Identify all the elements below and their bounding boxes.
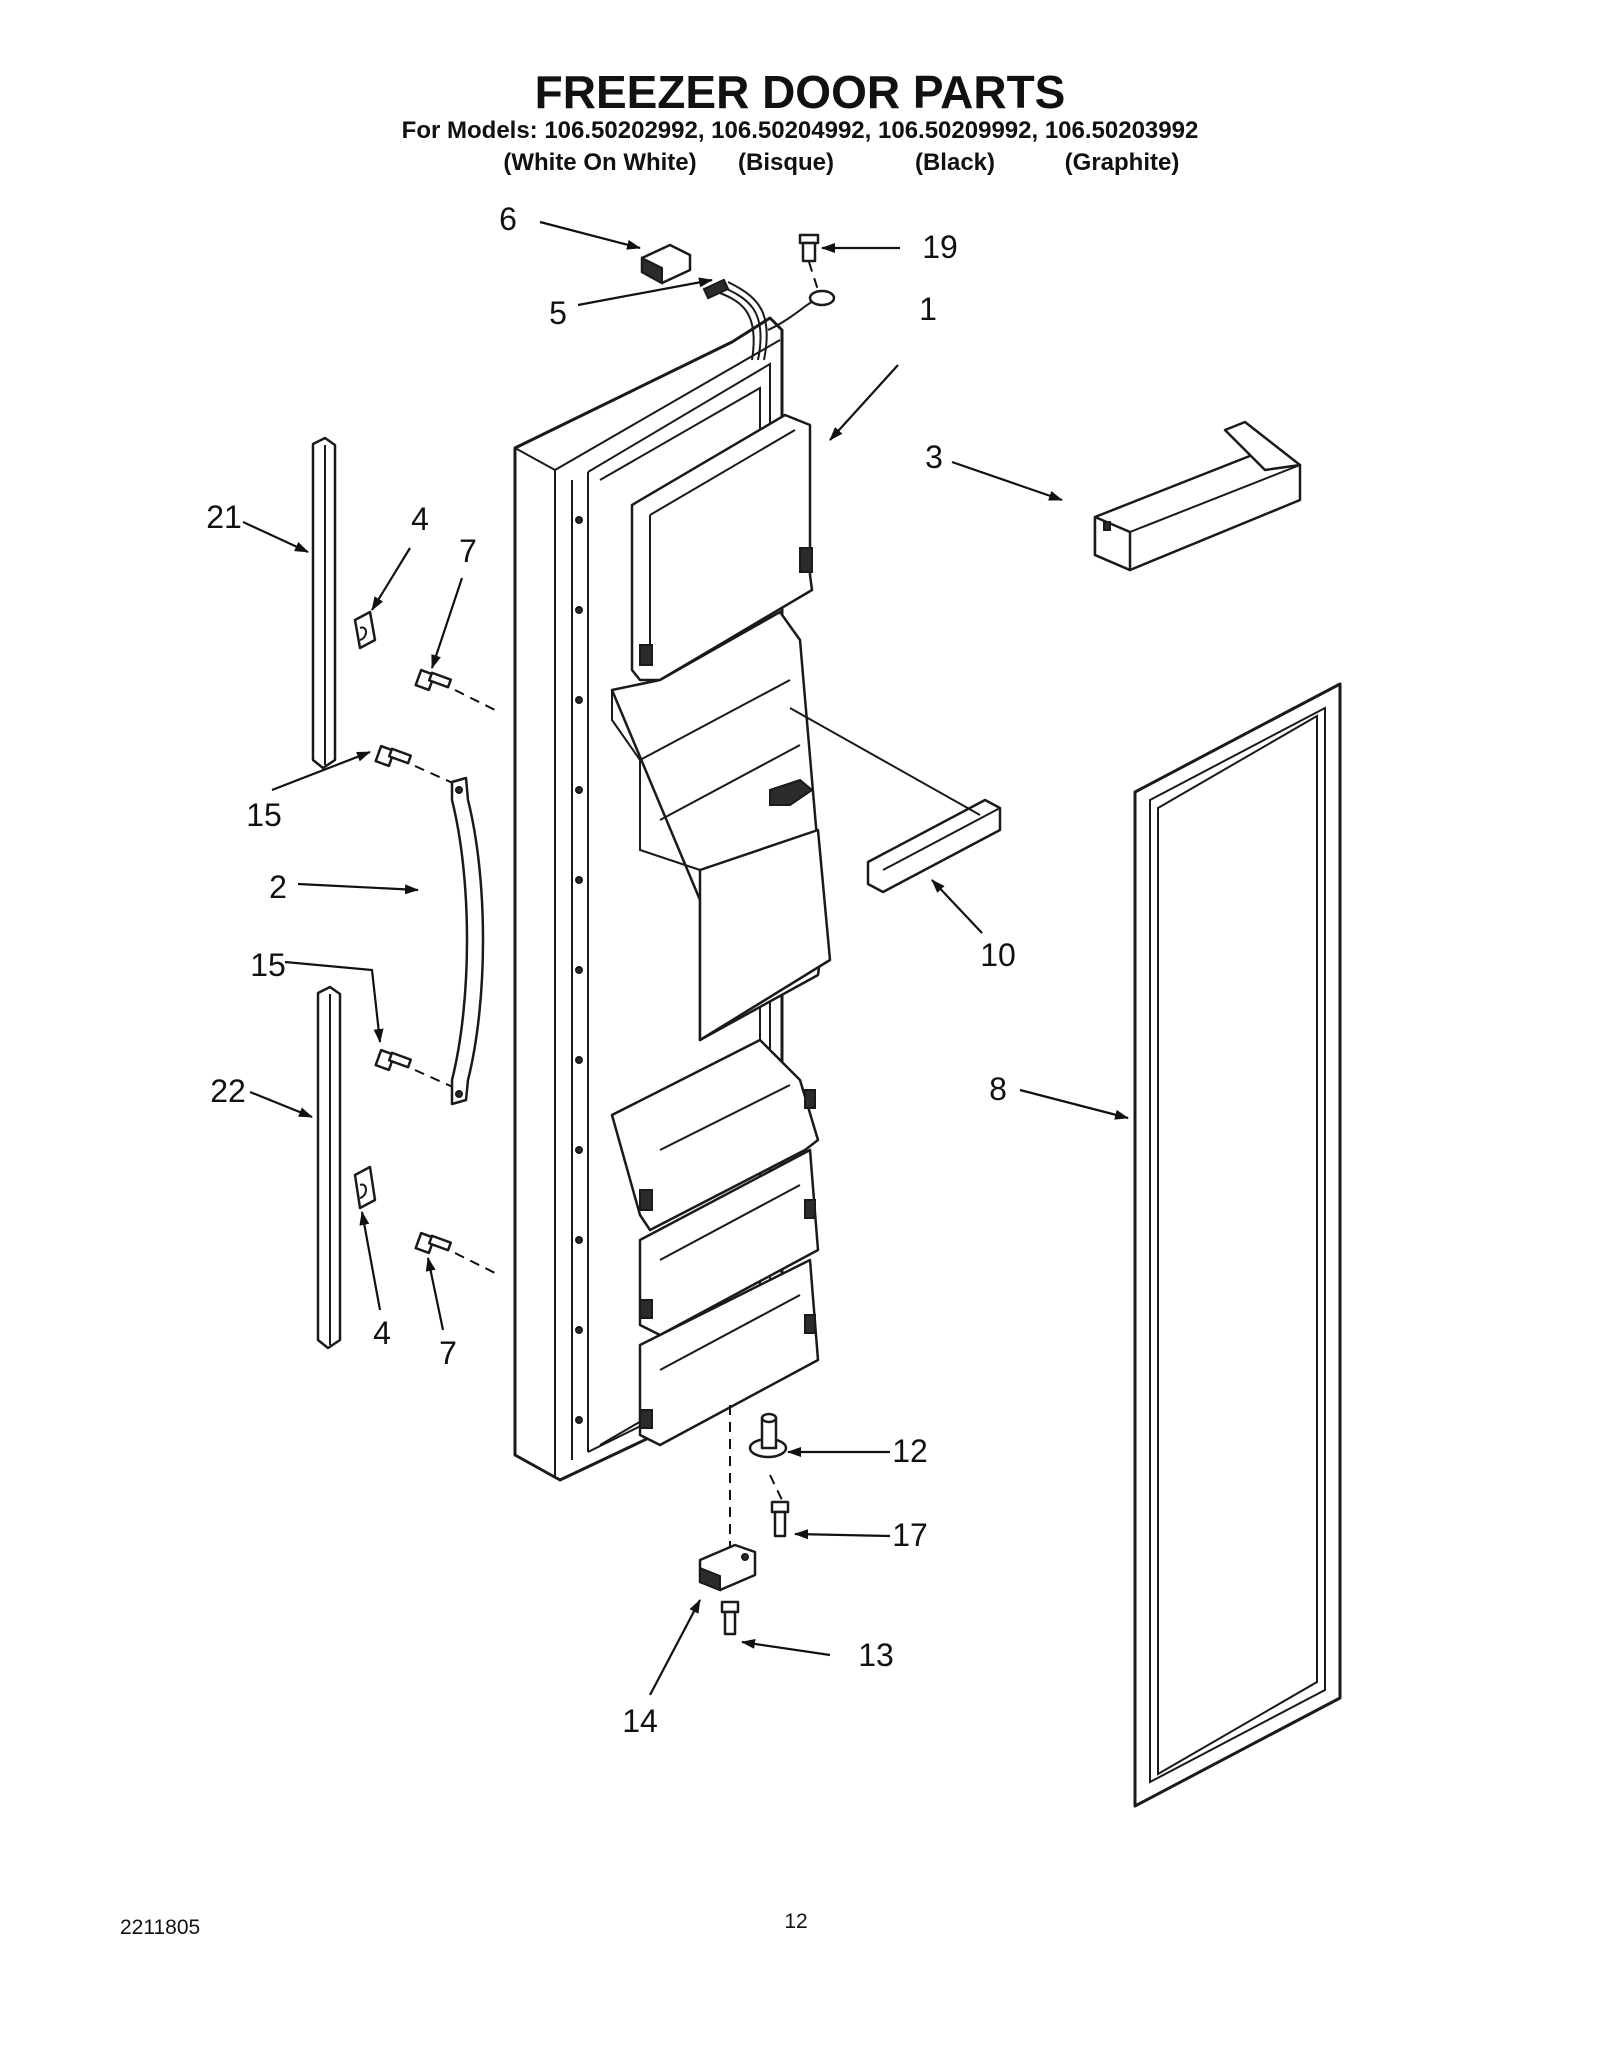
bracket-screw — [720, 1600, 740, 1636]
callout-4-lower: 4 — [373, 1315, 391, 1351]
door-handle — [450, 776, 485, 1106]
callout-7-upper: 7 — [459, 533, 477, 569]
door-shelf-bracket — [1093, 420, 1302, 572]
callout-2: 2 — [269, 869, 287, 905]
callout-21: 21 — [206, 499, 242, 535]
callout-14: 14 — [622, 1703, 658, 1739]
handle-clip-upper — [353, 610, 377, 650]
page-title: FREEZER DOOR PARTS — [535, 66, 1066, 118]
callout-15-upper: 15 — [246, 797, 282, 833]
callout-17: 17 — [892, 1517, 928, 1553]
bottom-hinge-bracket — [698, 1543, 757, 1592]
hinge-screw — [770, 1500, 790, 1538]
callout-6: 6 — [499, 201, 517, 237]
callout-7-lower: 7 — [439, 1335, 457, 1371]
models-line: For Models: 106.50202992, 106.50204992, … — [402, 117, 1199, 144]
lower-handle-trim — [316, 985, 342, 1350]
handle-screw-upper — [414, 668, 496, 711]
page-number: 12 — [784, 1910, 807, 1933]
ground-screw — [798, 233, 820, 291]
handle-clip-lower — [353, 1165, 377, 1210]
upper-handle-trim — [311, 436, 337, 770]
callout-13: 13 — [858, 1637, 894, 1673]
hinge-screw-axis-line — [769, 1474, 783, 1501]
handle-screw-lower — [414, 1231, 496, 1274]
dispenser-trim-bar — [789, 707, 1002, 894]
variant-black: (Black) — [915, 149, 995, 176]
callout-1: 1 — [919, 291, 937, 327]
document-number: 2211805 — [120, 1916, 200, 1939]
callout-10: 10 — [980, 937, 1016, 973]
callout-5: 5 — [549, 295, 567, 331]
wire-connector — [640, 243, 692, 285]
callout-3: 3 — [925, 439, 943, 475]
handle-mount-screw-upper — [374, 744, 456, 785]
wire-harness — [702, 278, 836, 361]
freezer-door-assembly — [513, 316, 832, 1482]
callout-12: 12 — [892, 1433, 928, 1469]
door-gasket — [1133, 682, 1342, 1808]
variant-graphite: (Graphite) — [1065, 149, 1180, 176]
variant-white-on-white: (White On White) — [503, 149, 696, 176]
handle-mount-screw-lower — [374, 1048, 456, 1089]
callout-22: 22 — [210, 1073, 246, 1109]
leader-lines — [242, 220, 1129, 1696]
callout-8: 8 — [989, 1071, 1007, 1107]
callout-15-lower: 15 — [250, 947, 286, 983]
variant-bisque: (Bisque) — [738, 149, 834, 176]
callout-4-upper: 4 — [411, 501, 429, 537]
hinge-pin — [748, 1412, 788, 1459]
callout-19: 19 — [922, 229, 958, 265]
